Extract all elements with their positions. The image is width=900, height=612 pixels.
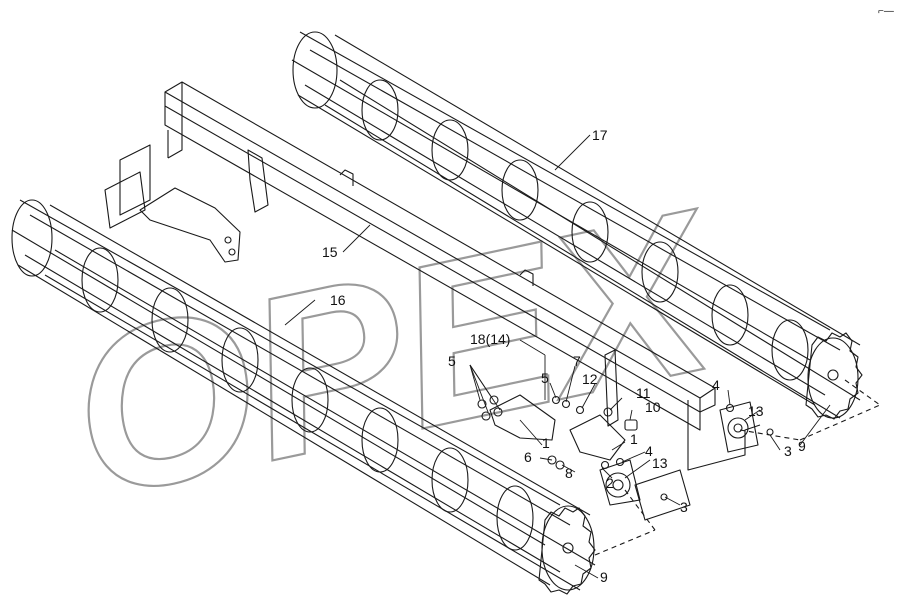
callout-16: 16 — [330, 292, 346, 308]
left-bracket — [139, 187, 241, 263]
callout-3-center: 3 — [680, 499, 688, 515]
center-bracket-assembly — [489, 349, 759, 521]
callout-12: 12 — [582, 371, 598, 387]
callout-9-lower: 9 — [600, 569, 608, 585]
callout-13-center: 13 — [652, 455, 668, 471]
upper-roller — [291, 31, 863, 420]
callout-4-right: 4 — [712, 377, 720, 393]
callout-1-right: 1 — [630, 431, 638, 447]
callout-4-center: 4 — [645, 443, 653, 459]
callout-7: 7 — [573, 353, 581, 369]
callout-6: 6 — [524, 449, 532, 465]
callout-17: 17 — [592, 127, 608, 143]
callout-5-bolts: 5 — [448, 353, 456, 369]
lower-roller — [11, 199, 596, 595]
callout-5-washer: 5 — [541, 370, 549, 386]
callout-2: 2 — [606, 475, 614, 491]
callout-10: 10 — [645, 399, 661, 415]
main-frame — [104, 81, 761, 471]
callout-3-right: 3 — [784, 443, 792, 459]
fasteners — [477, 395, 774, 501]
corner-mark: ⌐— — [878, 6, 894, 17]
callout-15: 15 — [322, 244, 338, 260]
callout-18-14: 18(14) — [470, 331, 510, 347]
callout-9-right: 9 — [798, 438, 806, 454]
leader-lines — [284, 134, 831, 579]
callout-8: 8 — [565, 465, 573, 481]
callout-11: 11 — [636, 385, 651, 401]
callout-13-right: 13 — [748, 403, 764, 419]
callout-1-left: 1 — [542, 435, 550, 451]
